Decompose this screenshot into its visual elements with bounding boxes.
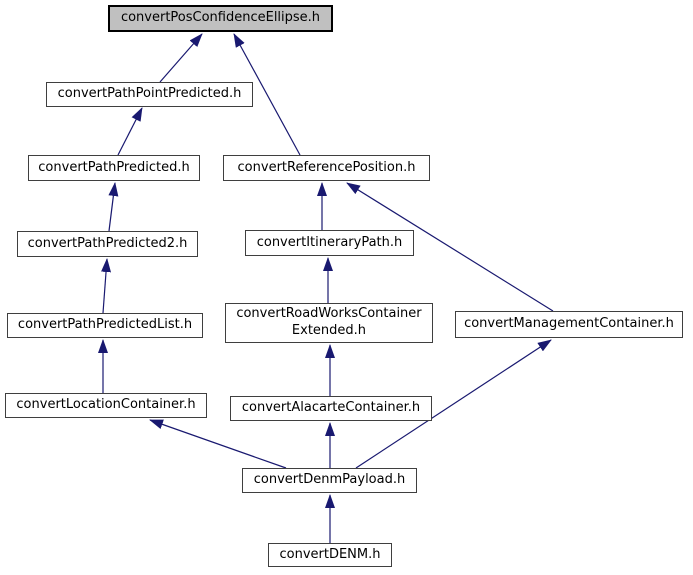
node-convertManagementContainer[interactable]: convertManagementContainer.h (455, 311, 683, 338)
edge-convertDenmPayload-to-convertLocationContainer (149, 419, 287, 469)
node-convertPathPredicted[interactable]: convertPathPredicted.h (28, 155, 200, 181)
node-convertReferencePosition[interactable]: convertReferencePosition.h (223, 155, 430, 181)
node-convertPathPredictedList[interactable]: convertPathPredictedList.h (7, 313, 203, 338)
node-convertItineraryPath[interactable]: convertItineraryPath.h (245, 230, 414, 256)
edge-convertDenmPayload-to-convertManagementContainer (355, 339, 552, 469)
edge-convertManagementContainer-to-convertReferencePosition (346, 182, 554, 312)
edge-convertReferencePosition-to-convertPosConfidenceEllipse (233, 33, 301, 156)
node-convertDenmPayload[interactable]: convertDenmPayload.h (242, 468, 417, 493)
node-convertDENM[interactable]: convertDENM.h (268, 543, 392, 567)
edge-convertPathPredictedList-to-convertPathPredicted2 (101, 258, 112, 314)
node-convertPathPointPredicted[interactable]: convertPathPointPredicted.h (46, 82, 253, 107)
node-convertPathPredicted2[interactable]: convertPathPredicted2.h (17, 231, 198, 257)
edge-convertPathPointPredicted-to-convertPosConfidenceEllipse (159, 33, 203, 83)
edge-convertPathPredicted-to-convertPathPointPredicted (117, 107, 143, 156)
edge-convertPathPredicted2-to-convertPathPredicted (108, 182, 119, 232)
node-convertRoadWorksContainerExtended[interactable]: convertRoadWorksContainer Extended.h (225, 303, 433, 343)
node-convertPosConfidenceEllipse: convertPosConfidenceEllipse.h (108, 5, 333, 32)
node-convertAlacarteContainer[interactable]: convertAlacarteContainer.h (230, 396, 432, 421)
node-convertLocationContainer[interactable]: convertLocationContainer.h (5, 393, 207, 418)
